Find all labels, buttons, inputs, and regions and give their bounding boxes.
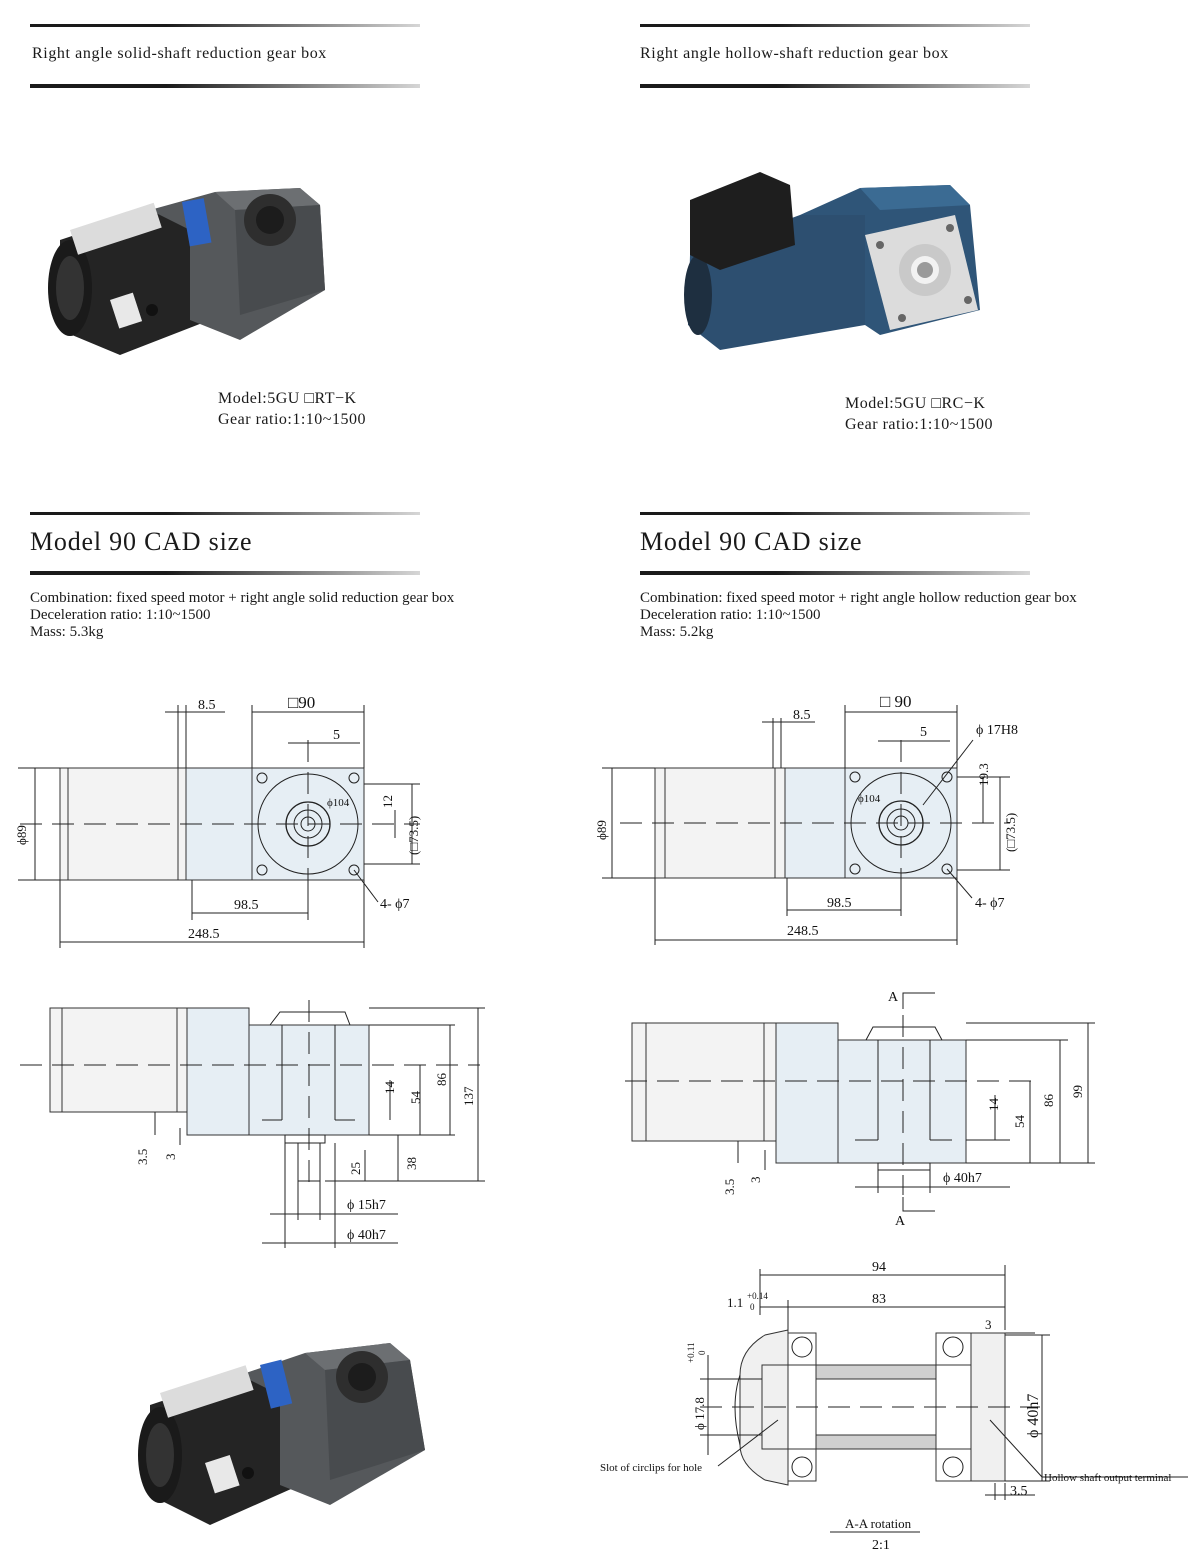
dim-54-left: 54: [408, 1091, 423, 1105]
spec-ratio-left: Deceleration ratio: 1:10~1500: [30, 607, 211, 623]
dim-5-right: 5: [920, 725, 927, 740]
spec-ratio-right: Deceleration ratio: 1:10~1500: [640, 607, 821, 623]
product-title-left: Right angle solid-shaft reduction gear b…: [32, 45, 327, 62]
left-side-view-drawing: 14 54 86 137 3.5 3 25 38 ϕ 15h7 ϕ 40h7: [20, 1000, 485, 1248]
dim-99-right: 99: [1070, 1085, 1085, 1098]
model-line-left: Model:5GU □RT−K: [218, 390, 357, 407]
right-side-view-drawing: A A 14 54 86 99 3.5 3 ϕ 40h7: [625, 990, 1095, 1229]
section-a-a-drawing: 94 83 1.1 +0.14 0 3 ϕ 17.8 +0.11 0 ϕ 40h…: [600, 1260, 1188, 1553]
tol-1-1-up: +0.14: [747, 1291, 768, 1301]
dim-3-left: 3: [163, 1154, 178, 1161]
model-text-right: Model:5GU □RC−K Gear ratio:1:10~1500: [845, 393, 993, 435]
dim-phi17-8-section: ϕ 17.8: [692, 1397, 707, 1430]
section-a-bottom: A: [895, 1214, 906, 1229]
dim-248-5-left: 248.5: [188, 927, 220, 942]
dim-3-5-left: 3.5: [135, 1149, 150, 1165]
ratio-line-right: Gear ratio:1:10~1500: [845, 416, 993, 433]
dim-sq73-5-left: (□73.5): [406, 816, 421, 855]
scale-2-1: 2:1: [872, 1538, 890, 1553]
tol-17-8-low: 0: [697, 1350, 707, 1355]
tol-1-1-low: 0: [750, 1302, 755, 1312]
cad-title-left: Model 90 CAD size: [30, 527, 253, 556]
dim-94-section: 94: [872, 1260, 886, 1275]
dim-14-left: 14: [382, 1081, 397, 1095]
dim-phi89-right: ϕ89: [594, 820, 609, 840]
dim-3-5-right: 3.5: [722, 1179, 737, 1195]
dim-holes-right: 4- ϕ7: [975, 896, 1005, 911]
dim-phi89-left: ϕ89: [14, 825, 29, 845]
dim-sq90-right: □ 90: [880, 692, 912, 711]
dim-83-section: 83: [872, 1292, 886, 1307]
dim-12-left: 12: [380, 795, 395, 808]
dim-25-left: 25: [348, 1162, 363, 1175]
cad-rule-right-top: [640, 512, 1030, 515]
tol-17-8-up: +0.11: [686, 1343, 696, 1364]
slot-circlips-label: Slot of circlips for hole: [600, 1462, 702, 1474]
solid-shaft-gearbox-photo-bottom: [138, 1343, 425, 1525]
dim-8-5-right: 8.5: [793, 708, 811, 723]
dim-14-right: 14: [986, 1098, 1001, 1112]
product-title-right: Right angle hollow-shaft reduction gear …: [640, 45, 949, 62]
spec-combination-left: Combination: fixed speed motor + right a…: [30, 590, 455, 606]
dim-8-5-left: 8.5: [198, 698, 216, 713]
section-a-top: A: [888, 990, 899, 1005]
dim-phi40h7-right-side: ϕ 40h7: [943, 1171, 982, 1186]
dim-38-left: 38: [404, 1157, 419, 1170]
dim-phi40h7-section: ϕ 40h7: [1025, 1394, 1042, 1438]
dim-sq90-left: □90: [288, 693, 315, 712]
dim-3-section: 3: [985, 1317, 992, 1332]
model-text-left: Model:5GU □RT−K Gear ratio:1:10~1500: [218, 388, 366, 430]
dim-98-5-right: 98.5: [827, 896, 852, 911]
spec-block-left: Combination: fixed speed motor + right a…: [30, 590, 454, 641]
dim-phi17H8-right: ϕ 17H8: [976, 723, 1018, 738]
hollow-shaft-output-label: Hollow shaft output terminal: [1044, 1472, 1171, 1484]
dim-137-left: 137: [461, 1086, 476, 1106]
dim-1-1-section: 1.1: [727, 1295, 743, 1310]
spec-combination-right: Combination: fixed speed motor + right a…: [640, 590, 1077, 606]
cad-rule-left-top: [30, 512, 420, 515]
spec-mass-right: Mass: 5.2kg: [640, 624, 714, 640]
view-label-a-a: A-A rotation: [845, 1516, 912, 1531]
dim-3-5-section: 3.5: [1010, 1484, 1028, 1499]
cad-rule-left-bottom: [30, 571, 420, 575]
dim-86-left: 86: [434, 1073, 449, 1087]
dim-86-right: 86: [1041, 1094, 1056, 1108]
dim-3-right: 3: [748, 1177, 763, 1184]
dim-holes-left: 4- ϕ7: [380, 897, 410, 912]
cad-title-right: Model 90 CAD size: [640, 527, 863, 556]
model-line-right: Model:5GU □RC−K: [845, 395, 986, 412]
header-rule-right-bottom: [640, 84, 1030, 88]
hollow-shaft-gearbox-photo: [684, 172, 980, 350]
dim-phi15h7-left: ϕ 15h7: [347, 1198, 386, 1213]
dim-54-right: 54: [1012, 1115, 1027, 1129]
right-top-view-drawing: 8.5 □ 90 5 ϕ 17H8 ϕ104 19.3 (□73.5) ϕ89 …: [594, 692, 1018, 945]
spec-mass-left: Mass: 5.3kg: [30, 624, 104, 640]
dim-phi104-right: ϕ104: [858, 793, 881, 805]
dim-phi40h7-left: ϕ 40h7: [347, 1228, 386, 1243]
header-rule-right-top: [640, 24, 1030, 27]
dim-98-5-left: 98.5: [234, 898, 259, 913]
header-rule-left-top: [30, 24, 420, 27]
solid-shaft-gearbox-photo: [48, 188, 325, 355]
left-top-view-drawing: 8.5 □90 5 ϕ104 12 (□73.5) ϕ89 98.5 248.5…: [14, 693, 421, 948]
spec-block-right: Combination: fixed speed motor + right a…: [640, 590, 1077, 641]
header-rule-left-bottom: [30, 84, 420, 88]
dim-19-3-right: 19.3: [976, 763, 991, 786]
dim-5-left: 5: [333, 728, 340, 743]
dim-phi104-left: ϕ104: [327, 797, 350, 809]
dim-248-5-right: 248.5: [787, 924, 819, 939]
cad-rule-right-bottom: [640, 571, 1030, 575]
ratio-line-left: Gear ratio:1:10~1500: [218, 411, 366, 428]
dim-sq73-5-right: (□73.5): [1003, 813, 1018, 852]
